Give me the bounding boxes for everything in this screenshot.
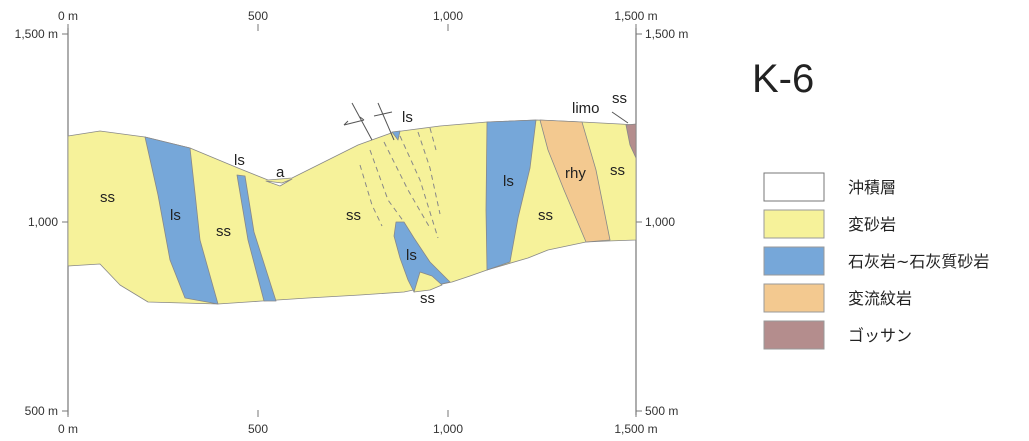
legend-swatch-sandstone: [763, 209, 825, 239]
structure-symbols: [343, 102, 395, 141]
label-ss-far-right: ss: [610, 162, 625, 179]
limestone-sliver-top: [391, 130, 401, 141]
top-tick-0: 0 m: [58, 9, 78, 23]
legend-swatch-rhyolite: [763, 283, 825, 313]
label-rhy: rhy: [565, 165, 586, 182]
limestone-band-left: [144, 136, 219, 305]
rock-units: [67, 119, 637, 305]
label-ls-small: ls: [234, 152, 245, 169]
bottom-tick-1000: 1,000: [433, 422, 463, 436]
sandstone-pod: [413, 271, 443, 293]
legend-item-rhyolite: 変流紋岩: [763, 283, 912, 313]
left-tick-labels: 1,500 m 1,000 500 m: [15, 27, 59, 418]
legend-label-alluvium: 沖積層: [848, 178, 896, 197]
limo-leader: [611, 111, 629, 124]
label-ls-center: ls: [406, 247, 417, 264]
label-ls-right: ls: [503, 173, 514, 190]
top-tick-500: 500: [248, 9, 268, 23]
legend-label-gossan: ゴッサン: [848, 326, 912, 345]
left-tick-1000: 1,000: [28, 215, 58, 229]
legend-item-limestone: 石灰岩~石灰質砂岩: [763, 246, 989, 276]
label-ss-bottom: ss: [420, 290, 435, 307]
label-ss-left: ss: [100, 189, 115, 206]
limestone-band-right: [485, 119, 537, 271]
fold-traces: [359, 127, 441, 239]
legend-swatch-alluvium: [763, 172, 825, 202]
left-tick-1500: 1,500 m: [15, 27, 58, 41]
legend-swatch-limestone: [763, 246, 825, 276]
label-ss-mid-left: ss: [216, 223, 231, 240]
alluvium-deposit: [265, 178, 293, 187]
legend-swatch-gossan: [763, 320, 825, 350]
top-tick-1500: 1,500 m: [614, 9, 657, 23]
left-tick-500: 500 m: [25, 404, 58, 418]
label-ss-center: ss: [346, 207, 361, 224]
bottom-tick-500: 500: [248, 422, 268, 436]
legend-item-gossan: ゴッサン: [763, 320, 912, 350]
label-a: a: [276, 164, 285, 181]
right-tick-1500: 1,500 m: [645, 27, 688, 41]
legend-label-limestone: 石灰岩~石灰質砂岩: [848, 252, 989, 271]
bottom-tick-labels: 0 m 500 1,000 1,500 m: [58, 422, 658, 436]
legend-item-alluvium: 沖積層: [763, 172, 896, 202]
legend-label-rhyolite: 変流紋岩: [848, 289, 912, 308]
label-ss-right: ss: [538, 207, 553, 224]
top-tick-1000: 1,000: [433, 9, 463, 23]
right-tick-labels: 1,500 m 1,000 500 m: [645, 27, 688, 418]
right-tick-500: 500 m: [645, 404, 678, 418]
top-tick-labels: 0 m 500 1,000 1,500 m: [58, 9, 658, 23]
legend: 沖積層 変砂岩 石灰岩~石灰質砂岩 変流紋岩 ゴッサン: [763, 172, 989, 350]
rhyolite-band: [539, 119, 611, 243]
label-limo: limo: [572, 100, 600, 117]
gossan-sliver: [625, 123, 637, 159]
section-title: K-6: [752, 57, 814, 101]
legend-item-sandstone: 変砂岩: [763, 209, 896, 239]
label-ls-left: ls: [170, 207, 181, 224]
bottom-tick-0: 0 m: [58, 422, 78, 436]
label-ss-top-right: ss: [612, 90, 627, 107]
legend-label-sandstone: 変砂岩: [848, 215, 896, 234]
label-ls-top: ls: [402, 109, 413, 126]
limestone-band-thin: [236, 174, 277, 302]
rock-labels: ss ls ss ls a ss ls ls ss ls ss rhy ss l…: [100, 90, 627, 307]
bottom-tick-1500: 1,500 m: [614, 422, 657, 436]
right-tick-1000: 1,000: [645, 215, 675, 229]
